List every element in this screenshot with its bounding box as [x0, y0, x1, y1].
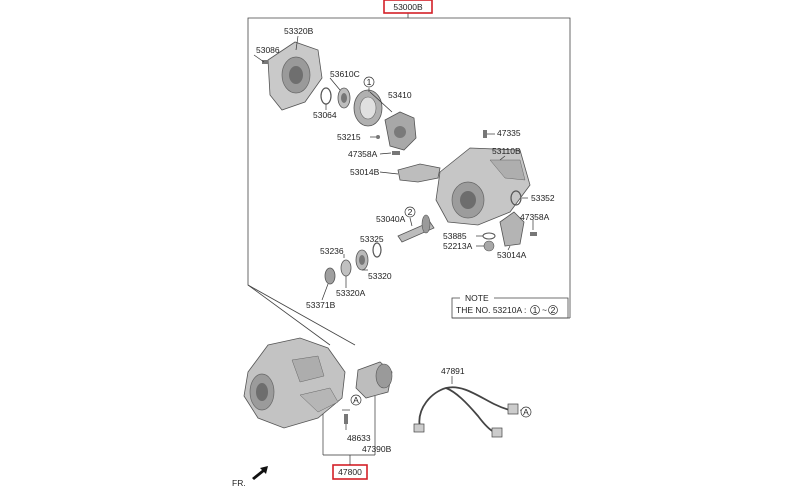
assembly-53000B-label: 53000B: [393, 2, 423, 12]
label-47358A-lower: 47358A: [520, 212, 550, 222]
label-47891: 47891: [441, 366, 465, 376]
label-53352: 53352: [531, 193, 555, 203]
part-small-bolt-53215: [376, 135, 380, 139]
label-53410: 53410: [388, 90, 412, 100]
part-seal-53352: [510, 190, 522, 206]
part-bearing-53610C: [337, 87, 351, 109]
label-53040A: 53040A: [376, 214, 406, 224]
label-53014A: 53014A: [497, 250, 527, 260]
part-bolt-47335: [483, 130, 487, 138]
part-bolt-47358A-lower: [530, 232, 537, 236]
label-53014B: 53014B: [350, 167, 380, 177]
part-bolt-53086: [253, 54, 268, 64]
front-arrow-icon: [252, 466, 268, 480]
svg-text:2: 2: [408, 207, 413, 217]
callout-2: 2: [404, 206, 416, 218]
part-shaft-53040A: [397, 214, 435, 243]
note-box: NOTE THE NO. 53210A : 1 ~ 2: [451, 293, 569, 319]
note-range-start: 1: [533, 305, 538, 315]
note-title: NOTE: [465, 293, 489, 303]
label-53110B: 53110B: [492, 146, 521, 156]
label-47335: 47335: [497, 128, 521, 138]
label-53215: 53215: [337, 132, 361, 142]
part-cover-53320B: [267, 41, 323, 111]
callout-1: 1: [363, 76, 375, 88]
label-53320: 53320: [368, 271, 392, 281]
assembly-47800-label: 47800: [338, 467, 362, 477]
label-53236: 53236: [320, 246, 344, 256]
note-range-end-circle: [548, 305, 558, 315]
leader-lines-upper: [295, 35, 534, 301]
leader-lines-lower: [322, 376, 528, 465]
assembly-53000B[interactable]: 53000B: [383, 0, 433, 14]
svg-text:1: 1: [367, 77, 372, 87]
assembly-47800[interactable]: 47800: [332, 464, 368, 480]
part-bolt-47358A-upper: [392, 151, 400, 155]
part-ring-gear-53410: [353, 89, 383, 127]
part-actuator-47390B: [355, 361, 393, 399]
part-oring-53885: [482, 232, 496, 240]
label-52213A: 52213A: [443, 241, 473, 251]
part-seal-53325: [372, 242, 382, 258]
label-47390B: 47390B: [362, 444, 392, 454]
callout-a-lower: A: [350, 394, 362, 406]
note-range-start-circle: [530, 305, 540, 315]
part-transfer-case-assembly: [243, 337, 346, 429]
label-53064: 53064: [313, 110, 337, 120]
part-bearing-53320A: [340, 259, 352, 277]
label-53320B: 53320B: [284, 26, 314, 36]
label-53325: 53325: [360, 234, 384, 244]
part-seal-53236: [324, 267, 336, 285]
note-range-end: 2: [551, 305, 556, 315]
label-53371B: 53371B: [306, 300, 336, 310]
part-diff-case-53215: [384, 111, 417, 151]
label-53610C: 53610C: [330, 69, 360, 79]
part-housing-53110B: [435, 147, 531, 226]
part-bracket-53014B: [397, 163, 441, 183]
svg-text:A: A: [523, 407, 529, 417]
part-bearing-53320: [355, 249, 369, 271]
label-47358A-upper: 47358A: [348, 149, 378, 159]
label-53885: 53885: [443, 231, 467, 241]
note-text: THE NO. 53210A :: [456, 305, 526, 315]
part-bracket-53014A: [499, 211, 525, 247]
svg-text:A: A: [353, 395, 359, 405]
note-range-sep: ~: [542, 305, 547, 315]
label-48633: 48633: [347, 433, 371, 443]
part-bolt-48633: [344, 414, 348, 424]
label-53086: 53086: [256, 45, 280, 55]
front-orientation: FR.: [232, 466, 268, 488]
callout-a-harness: A: [520, 406, 532, 418]
label-53320A: 53320A: [336, 288, 366, 298]
part-harness-47891: [413, 386, 519, 438]
front-label: FR.: [232, 478, 246, 488]
part-nut-52213A: [483, 240, 495, 252]
part-seal-53064: [320, 87, 332, 105]
